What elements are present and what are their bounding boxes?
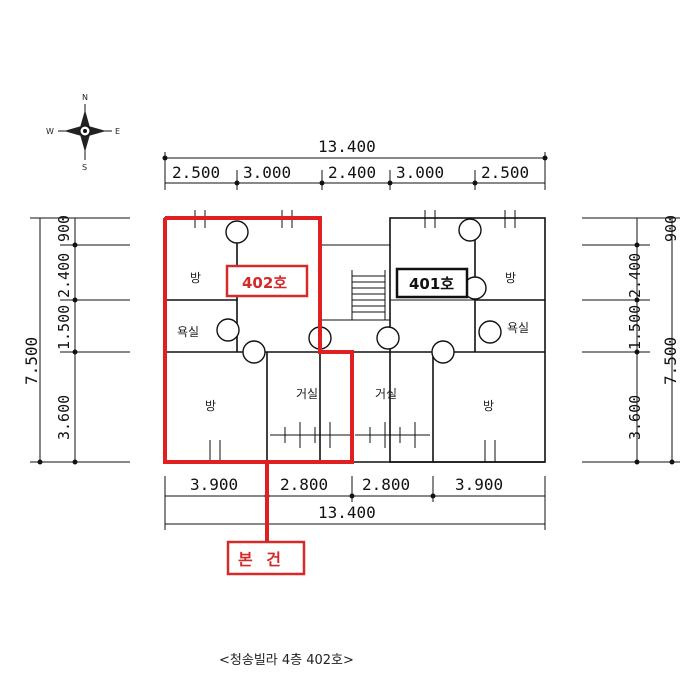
dim-top-seg-4: 3.000 <box>396 163 444 182</box>
dim-right-seg-4: 3.600 <box>626 395 644 440</box>
dim-left-total: 7.500 <box>22 337 41 385</box>
dim-right-seg-2: 2.400 <box>626 253 644 298</box>
unit-402-outline <box>163 216 354 464</box>
room-living-2: 거실 <box>375 387 397 401</box>
dim-top-total: 13.400 <box>318 137 376 156</box>
svg-text:401호: 401호 <box>409 275 454 293</box>
room-bathroom-2: 욕실 <box>507 321 529 335</box>
dim-top-seg-1: 2.500 <box>172 163 220 182</box>
room-bathroom-1: 욕실 <box>177 325 199 339</box>
dim-top-seg-2: 3.000 <box>243 163 291 182</box>
compass-west: W <box>46 127 54 136</box>
dim-right-seg-3: 1.500 <box>626 305 644 350</box>
svg-text:402호: 402호 <box>242 274 287 292</box>
compass-east: E <box>115 127 120 136</box>
top-dimensions: 13.400 2.500 3.000 2.400 3.000 2.500 <box>162 137 548 190</box>
unit-402-label: 402호 <box>225 264 309 298</box>
right-dimensions: 900 2.400 1.500 3.600 7.500 <box>582 215 680 465</box>
room-labels: 방 방 욕실 욕실 방 방 거실 거실 <box>177 271 529 413</box>
dim-bottom-seg-3: 2.800 <box>362 475 410 494</box>
dim-right-total: 7.500 <box>661 337 680 385</box>
dim-bottom-seg-1: 3.900 <box>190 475 238 494</box>
dim-left-seg-4: 3.600 <box>55 395 73 440</box>
compass-south: S <box>82 163 87 172</box>
dim-top-seg-3: 2.400 <box>328 163 376 182</box>
dim-right-seg-1: 900 <box>662 215 680 242</box>
left-dimensions: 7.500 900 2.400 1.500 3.600 <box>22 215 130 465</box>
dim-left-seg-1: 900 <box>55 215 73 242</box>
dim-top-seg-5: 2.500 <box>481 163 529 182</box>
room-bedroom-1: 방 <box>190 271 201 285</box>
main-building-label: 본 건 <box>226 540 306 576</box>
room-living-1: 거실 <box>296 387 318 401</box>
plan-caption: <청송빌라 4층 402호> <box>219 653 354 668</box>
dim-bottom-total: 13.400 <box>318 503 376 522</box>
compass-north: N <box>82 93 88 102</box>
bottom-dimensions: 3.900 2.800 2.800 3.900 13.400 <box>164 475 546 530</box>
room-bedroom-3: 방 <box>205 399 216 413</box>
dim-bottom-seg-2: 2.800 <box>280 475 328 494</box>
dim-left-seg-2: 2.400 <box>55 253 73 298</box>
compass-rose-icon: N S E W <box>46 93 120 172</box>
unit-401-label: 401호 <box>395 267 469 299</box>
building-walls <box>164 210 546 463</box>
room-bedroom-4: 방 <box>483 399 494 413</box>
dim-left-seg-3: 1.500 <box>55 305 73 350</box>
room-bedroom-2: 방 <box>505 271 516 285</box>
dim-bottom-seg-4: 3.900 <box>455 475 503 494</box>
svg-text:본 건: 본 건 <box>238 550 285 569</box>
